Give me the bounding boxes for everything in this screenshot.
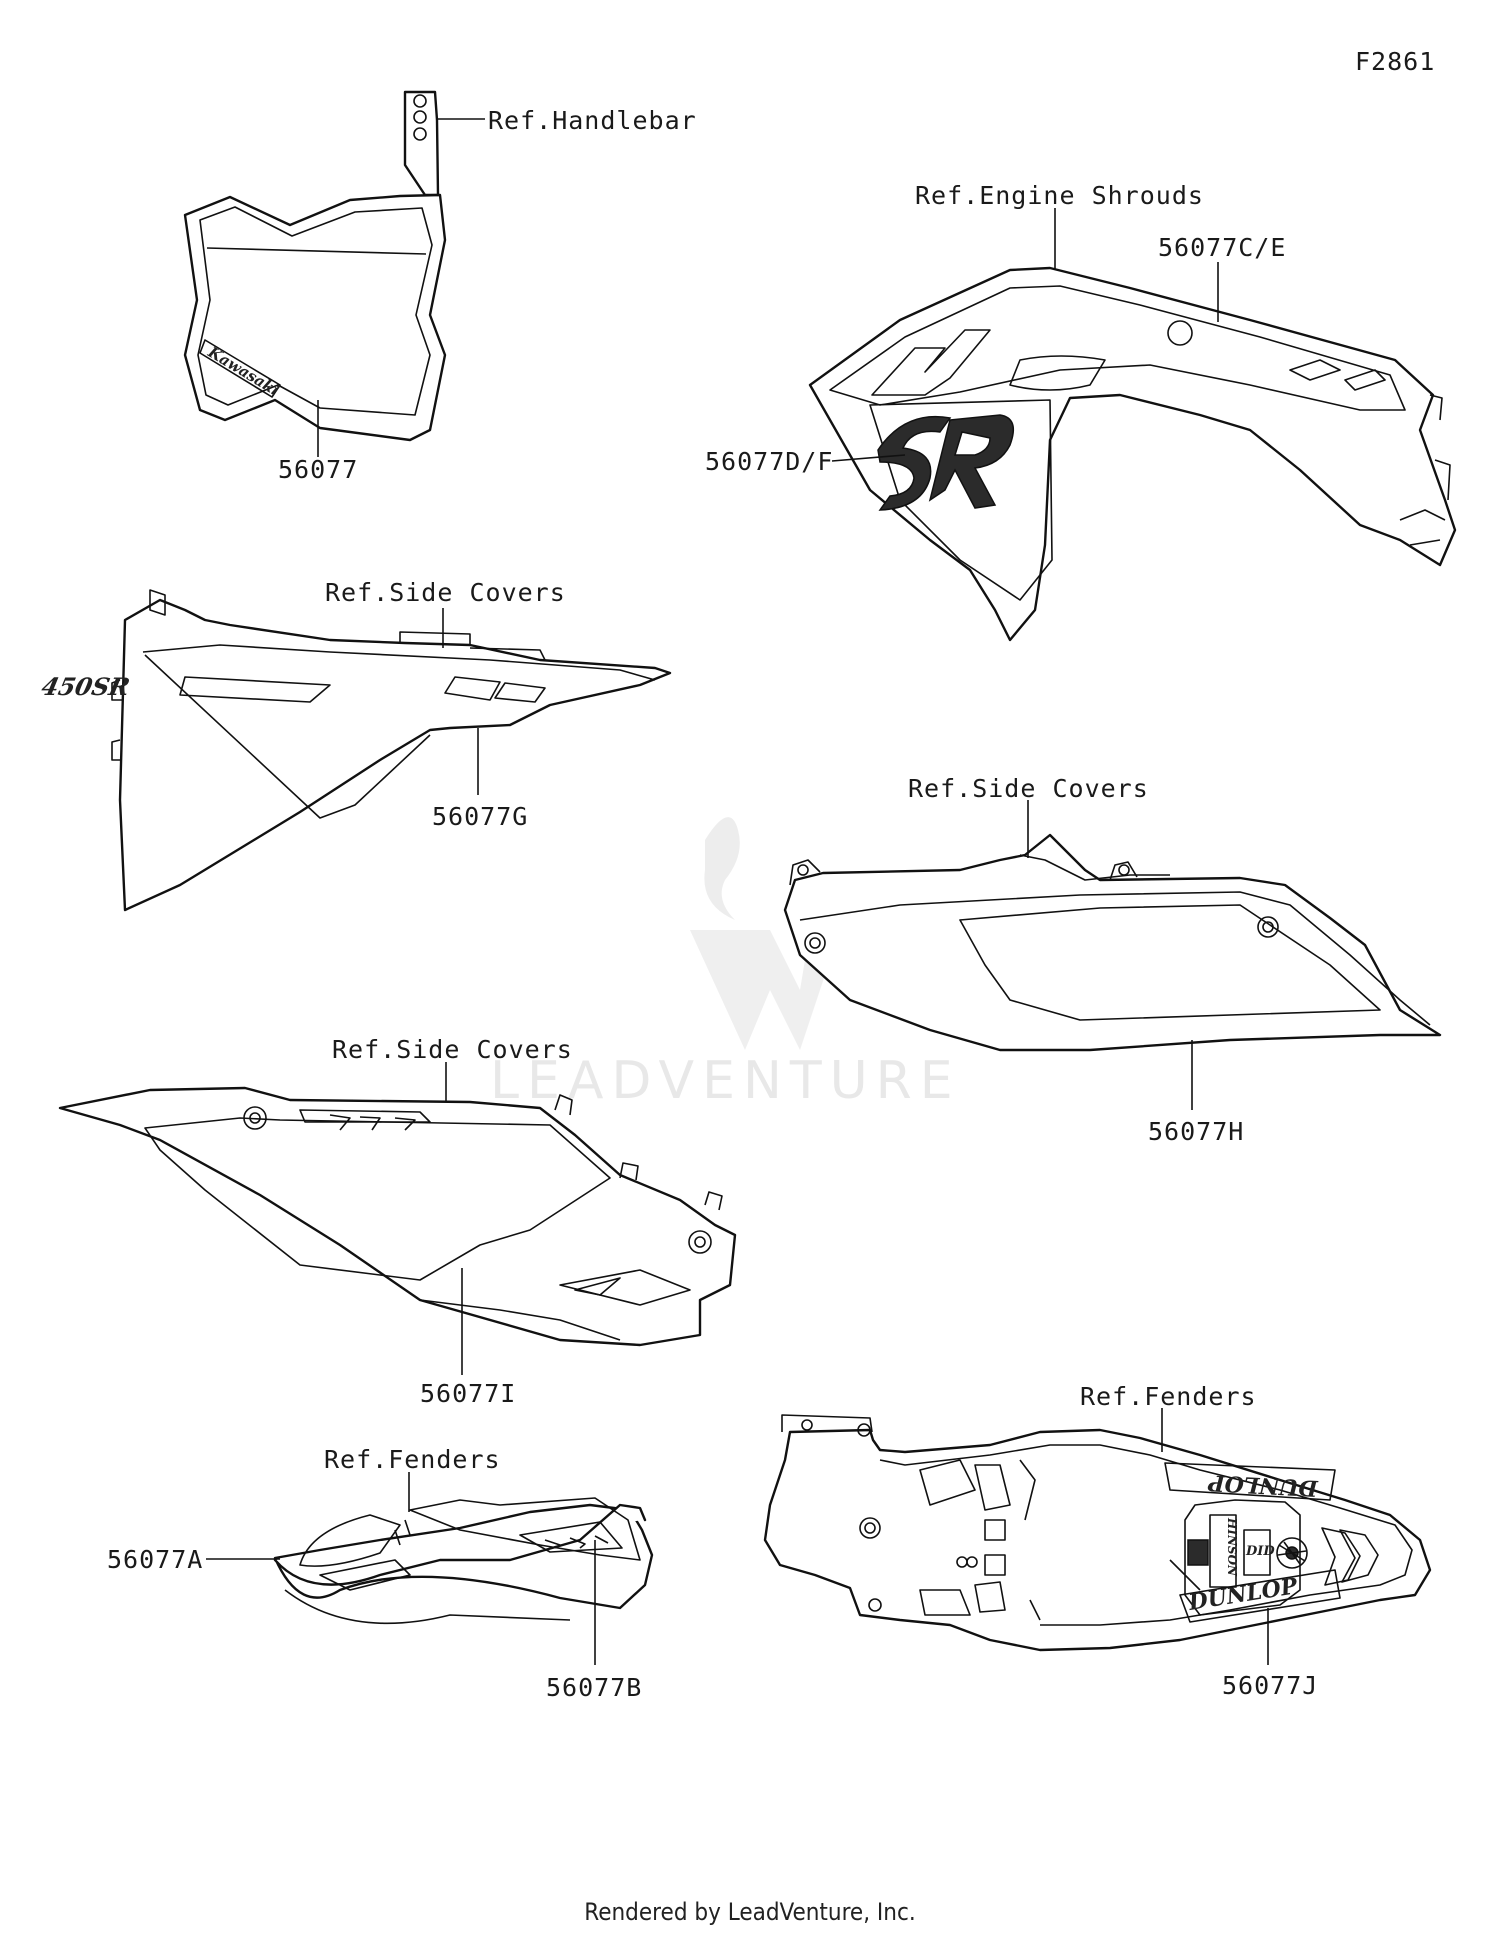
watermark-text: LEADVENTURE: [490, 1051, 961, 1111]
sr-graphic-decal: [877, 414, 1015, 511]
part-56077i-label[interactable]: 56077I: [420, 1379, 516, 1408]
figure-code: F2861: [1355, 47, 1435, 76]
svg-text:HINSON: HINSON: [1225, 1517, 1239, 1577]
did-decal: DID: [1243, 1529, 1275, 1576]
part-56077g-label[interactable]: 56077G: [432, 802, 528, 831]
rear-fender-decal[interactable]: DUNLOP DUNLOP HINSON DID: [763, 1414, 1432, 1652]
part-56077a-label[interactable]: 56077A: [107, 1545, 203, 1574]
side-cover-decal-left[interactable]: [58, 1086, 737, 1347]
part-56077h-label[interactable]: 56077H: [1148, 1117, 1244, 1146]
part-56077b-label[interactable]: 56077B: [546, 1673, 642, 1702]
number-plate-decal[interactable]: Kawasaki: [183, 90, 447, 442]
ref-side-covers-3-label: Ref.Side Covers: [332, 1035, 573, 1064]
watermark-logo: LEADVENTURE: [490, 817, 961, 1111]
450sr-graphic: 450SR: [39, 672, 132, 701]
rising-sun-decal: [1276, 1537, 1308, 1569]
ref-fenders-rear-label: Ref.Fenders: [1080, 1382, 1257, 1411]
part-56077-label[interactable]: 56077: [278, 455, 358, 484]
ref-engine-shrouds-label: Ref.Engine Shrouds: [915, 181, 1204, 210]
svg-text:DID: DID: [1245, 1544, 1275, 1559]
ref-side-covers-1-label: Ref.Side Covers: [325, 578, 566, 607]
svg-text:DUNLOP: DUNLOP: [1206, 1469, 1319, 1501]
side-cover-decal-450sr[interactable]: 450SR: [39, 589, 672, 912]
engine-shroud-decal[interactable]: [808, 266, 1457, 642]
footer-credit: Rendered by LeadVenture, Inc.: [584, 1898, 916, 1926]
side-cover-decal-right[interactable]: [783, 833, 1442, 1052]
ref-handlebar-label: Ref.Handlebar: [488, 106, 697, 135]
part-56077df-label[interactable]: 56077D/F: [705, 447, 833, 476]
part-56077j-label[interactable]: 56077J: [1222, 1671, 1318, 1700]
part-56077ce-label[interactable]: 56077C/E: [1158, 233, 1286, 262]
dunlop-upper-decal: DUNLOP: [1164, 1462, 1336, 1501]
front-fender-decal[interactable]: [273, 1497, 654, 1625]
ref-side-covers-2-label: Ref.Side Covers: [908, 774, 1149, 803]
hinson-decal: HINSON: [1187, 1514, 1239, 1588]
ref-fenders-front-label: Ref.Fenders: [324, 1445, 501, 1474]
